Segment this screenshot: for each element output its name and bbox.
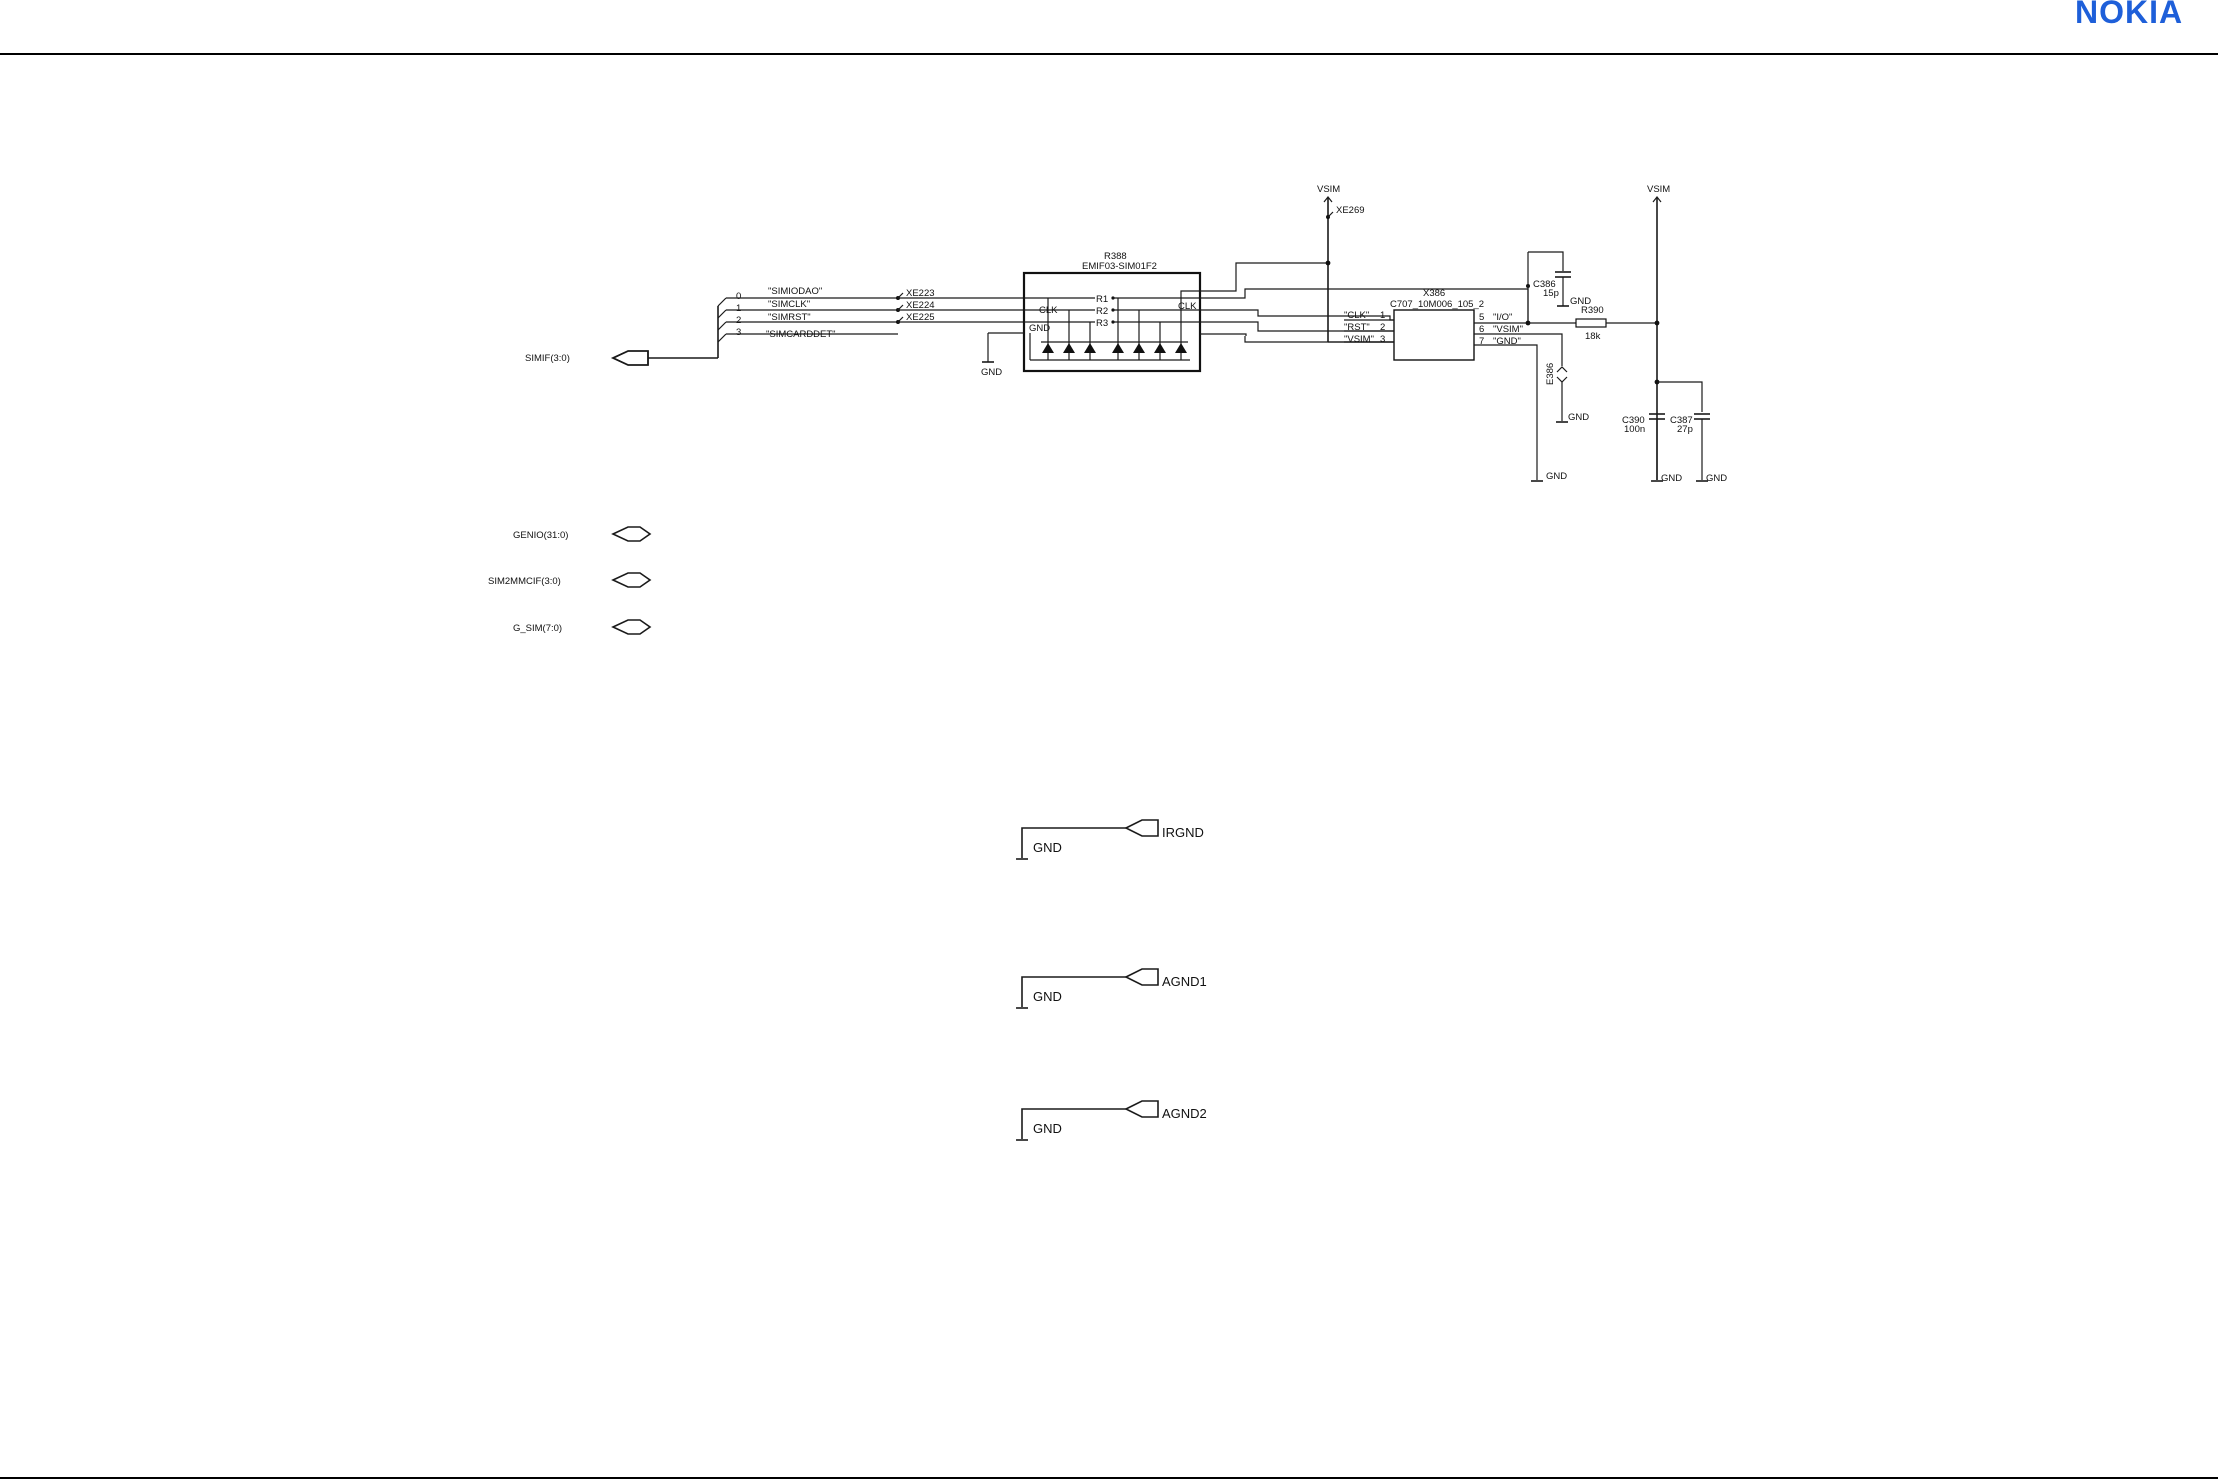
x386-pin1-name: "CLK" <box>1344 310 1369 321</box>
x386-pin6-name: "VSIM" <box>1493 324 1523 335</box>
net-label-simclk: "SIMCLK" <box>768 299 810 310</box>
x386-ref: X386 <box>1423 288 1445 299</box>
gnd-label-e386: GND <box>1568 412 1589 423</box>
net-label-simiodao: "SIMIODAO" <box>768 286 822 297</box>
x386-pin7-name: "GND" <box>1493 336 1521 347</box>
e386-ref: E386 <box>1545 363 1556 385</box>
port-genio-label: GENIO(31:0) <box>513 530 568 541</box>
r388-gnd-pin: GND <box>1029 323 1050 334</box>
r390-ref: R390 <box>1581 305 1604 316</box>
r388-pin-r1: R1 <box>1096 294 1108 305</box>
nokia-logo: NOKIA <box>2075 0 2183 30</box>
ground-link-irgnd-net: IRGND <box>1162 825 1204 840</box>
c390-ref: C390 <box>1622 415 1645 426</box>
r390-value: 18k <box>1585 331 1601 342</box>
gnd-label-r388: GND <box>981 367 1002 378</box>
e386-spark-gap: E386 GND <box>1528 333 1589 423</box>
vsim-rail-right: VSIM C390 100n GND C387 27p GND <box>1622 184 1727 484</box>
c386-ref: C386 <box>1533 279 1556 290</box>
c390-value: 100n <box>1624 424 1645 435</box>
simif-bus: 0 1 2 3 <box>648 291 741 359</box>
x386-pin2-num: 2 <box>1380 322 1385 333</box>
x386-pin3-name: "VSIM" <box>1344 334 1374 345</box>
x386-pin5-name: "I/O" <box>1493 312 1512 323</box>
tp-xe223: XE223 <box>906 288 935 299</box>
port-sim2mmcif-label: SIM2MMCIF(3:0) <box>488 576 561 587</box>
x386-pin5-num: 5 <box>1479 312 1484 323</box>
port-simif: SIMIF(3:0) <box>525 350 649 366</box>
ground-link-agnd2-net: AGND2 <box>1162 1106 1207 1121</box>
tp-xe225: XE225 <box>906 312 935 323</box>
gnd-label-c387: GND <box>1706 473 1727 484</box>
r388-emif-block: R388 EMIF03-SIM01F2 R1 R2 R3 CLK CLK GND <box>981 251 1202 378</box>
net-label-simcarddet: "SIMCARDDET" <box>766 329 836 340</box>
ground-link-agnd1-gnd: GND <box>1033 989 1062 1004</box>
c387-ref: C387 <box>1670 415 1693 426</box>
r388-pin-r3: R3 <box>1096 318 1108 329</box>
tp-xe224: XE224 <box>906 300 935 311</box>
gnd-label-x386: GND <box>1546 471 1567 482</box>
test-points-sim: XE223 XE224 XE225 <box>896 288 1024 324</box>
x386-pin7-num: 7 <box>1479 336 1484 347</box>
port-sim2mmcif: SIM2MMCIF(3:0) <box>488 572 652 588</box>
r388-part: EMIF03-SIM01F2 <box>1082 261 1157 272</box>
io-pullup-network: C386 15p GND R390 18k <box>1525 251 1657 342</box>
vsim-right-label: VSIM <box>1647 184 1670 195</box>
ground-link-irgnd: GND IRGND <box>1016 819 1204 860</box>
x386-sim-connector: X386 C707_10M006_105_2 "CLK" 1 "RST" 2 "… <box>1344 288 1536 361</box>
bus-bit-3: 3 <box>736 327 741 338</box>
x386-pin1-num: 1 <box>1380 310 1385 321</box>
tvs-diode-array <box>1029 298 1190 361</box>
signal-nets: "SIMIODAO" "SIMCLK" "SIMRST" "SIMCARDDET… <box>726 286 898 340</box>
bus-bit-1: 1 <box>736 303 741 314</box>
vsim-left-label: VSIM <box>1317 184 1340 195</box>
ground-link-agnd1: GND AGND1 <box>1016 968 1207 1009</box>
x386-pin2-name: "RST" <box>1344 322 1370 333</box>
c386-value: 15p <box>1543 288 1559 299</box>
net-label-simrst: "SIMRST" <box>768 312 811 323</box>
r388-pin-r2: R2 <box>1096 306 1108 317</box>
x386-gnd: GND <box>1531 344 1567 482</box>
bus-bit-2: 2 <box>736 315 741 326</box>
ground-link-agnd2-gnd: GND <box>1033 1121 1062 1136</box>
gnd-label-c390: GND <box>1661 473 1682 484</box>
gnd-label-c386: GND <box>1570 296 1591 307</box>
r388-clk-right: CLK <box>1178 301 1197 312</box>
port-g-sim-label: G_SIM(7:0) <box>513 623 562 634</box>
tp-xe269: XE269 <box>1336 205 1365 216</box>
x386-part: C707_10M006_105_2 <box>1390 299 1484 310</box>
ground-link-irgnd-gnd: GND <box>1033 840 1062 855</box>
port-genio: GENIO(31:0) <box>513 526 652 542</box>
port-simif-label: SIMIF(3:0) <box>525 353 570 364</box>
port-g-sim: G_SIM(7:0) <box>513 619 652 635</box>
ground-link-agnd1-net: AGND1 <box>1162 974 1207 989</box>
ground-link-agnd2: GND AGND2 <box>1016 1100 1207 1141</box>
x386-pin3-num: 3 <box>1380 334 1385 345</box>
r388-ref: R388 <box>1104 251 1127 262</box>
x386-pin6-num: 6 <box>1479 324 1484 335</box>
c387-value: 27p <box>1677 424 1693 435</box>
bus-bit-0: 0 <box>736 291 741 302</box>
